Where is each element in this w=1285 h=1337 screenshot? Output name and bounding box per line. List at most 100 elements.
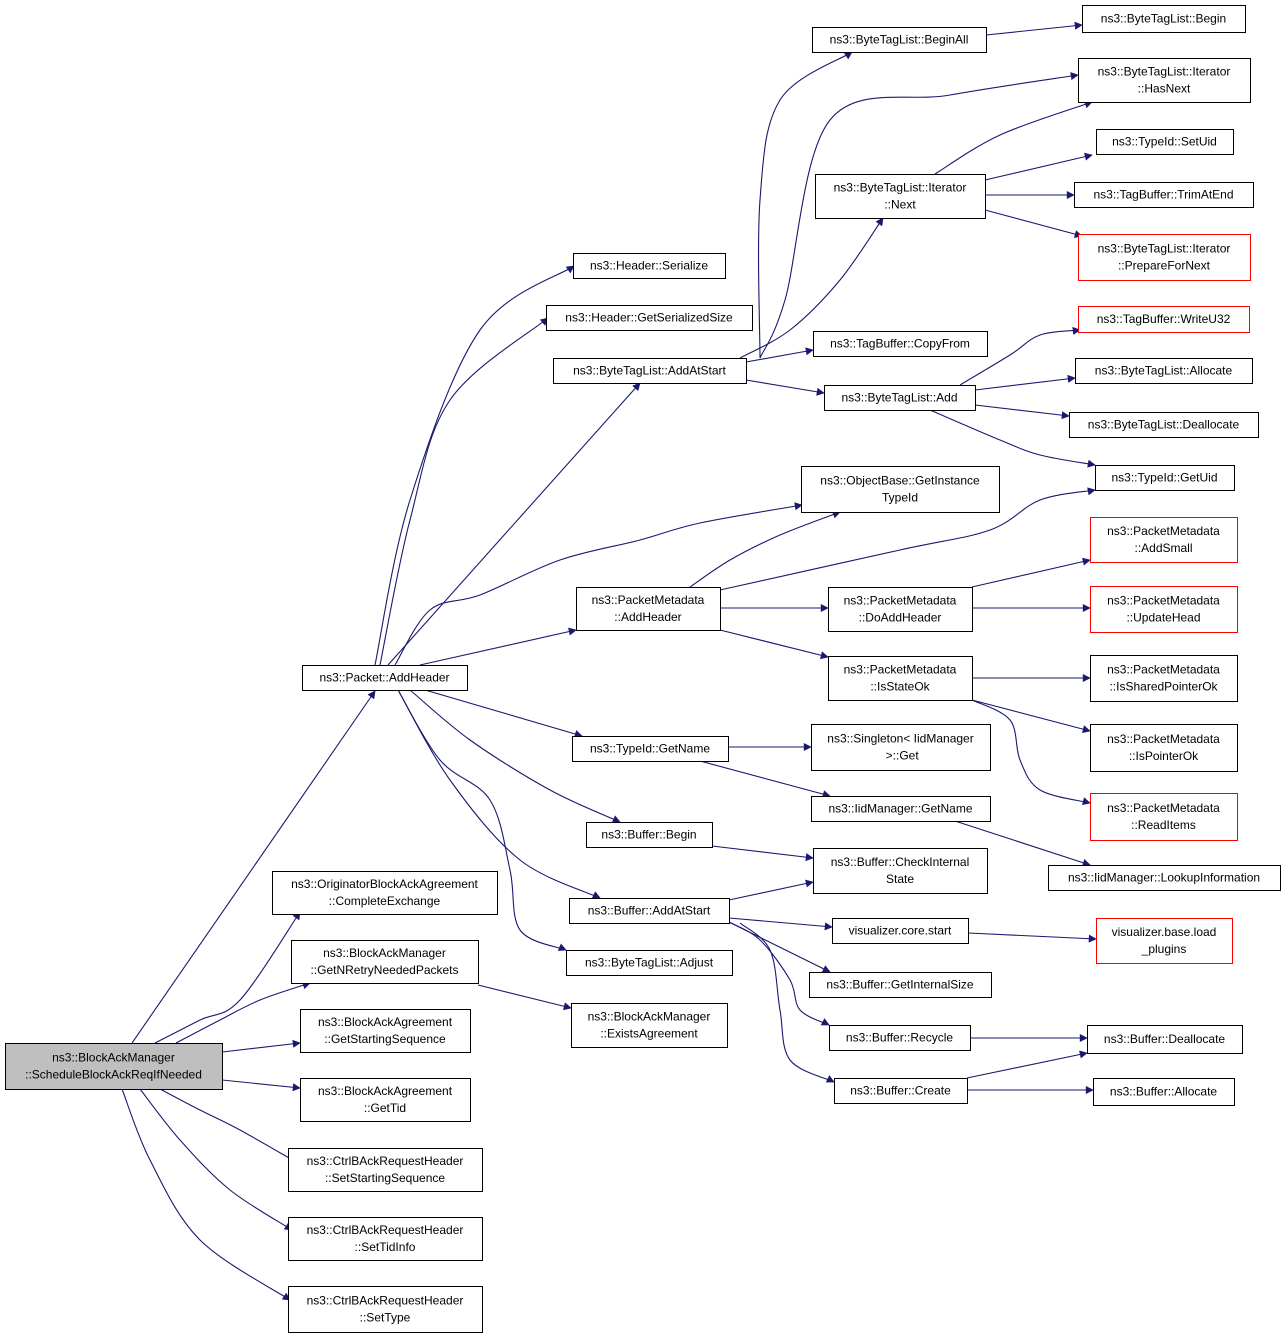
node-box <box>809 972 992 998</box>
node-label-line: ns3::Buffer::GetInternalSize <box>826 978 974 992</box>
node-ns3-tagbuffer-trimatend[interactable]: ns3::TagBuffer::TrimAtEnd <box>1074 182 1254 208</box>
node-ns3-packet-addheader[interactable]: ns3::Packet::AddHeader <box>302 665 468 691</box>
node-ns3-bytetaglist-allocate[interactable]: ns3::ByteTagList::Allocate <box>1075 358 1253 384</box>
node-label-line: ::IsPointerOk <box>1129 749 1199 763</box>
node-label-line: ns3::TagBuffer::CopyFrom <box>830 337 970 351</box>
node-label-line: _plugins <box>1141 942 1187 956</box>
node-ns3-bytetaglist-deallocate[interactable]: ns3::ByteTagList::Deallocate <box>1069 412 1259 438</box>
node-ns3-originatorblockackagreement-completeexchange[interactable]: ns3::OriginatorBlockAckAgreement::Comple… <box>272 871 498 915</box>
node-box <box>829 1025 971 1051</box>
node-box <box>300 1009 471 1053</box>
node-ns3-tagbuffer-writeu32[interactable]: ns3::TagBuffer::WriteU32 <box>1078 306 1250 333</box>
node-box <box>812 27 987 53</box>
node-ns3-singleton-iidmanager-get[interactable]: ns3::Singleton< IidManager >::Get <box>811 724 991 771</box>
node-box <box>1075 358 1253 384</box>
node-label-line: ns3::BlockAckManager <box>588 1010 711 1024</box>
node-label-line: ns3::Packet::AddHeader <box>319 671 449 685</box>
node-ns3-bytetaglist-iterator-next[interactable]: ns3::ByteTagList::Iterator::Next <box>815 174 986 219</box>
node-box <box>288 1148 483 1192</box>
node-ns3-bytetaglist-begin[interactable]: ns3::ByteTagList::Begin <box>1082 5 1246 33</box>
node-ns3-iidmanager-getname[interactable]: ns3::IidManager::GetName <box>811 796 991 822</box>
node-box <box>291 940 479 984</box>
edge-ns3-bytetaglist-addatstart-to-ns3-bytetaglist-iterator-hasnext <box>759 72 1079 359</box>
node-ns3-packetmetadata-isstateok[interactable]: ns3::PacketMetadata::IsStateOk <box>828 656 973 701</box>
node-label-line: ns3::PacketMetadata <box>1107 594 1220 608</box>
node-label-line: ::CompleteExchange <box>329 894 441 908</box>
node-box <box>1090 793 1238 841</box>
node-ns3-ctrlbackrequestheader-settype[interactable]: ns3::CtrlBAckRequestHeader::SetType <box>288 1286 483 1333</box>
node-ns3-ctrlbackrequestheader-setstartingsequence[interactable]: ns3::CtrlBAckRequestHeader::SetStartingS… <box>288 1148 483 1192</box>
node-ns3-buffer-deallocate[interactable]: ns3::Buffer::Deallocate <box>1087 1025 1243 1054</box>
node-label-line: ns3::ObjectBase::GetInstance <box>820 474 980 488</box>
node-label-line: visualizer.core.start <box>849 924 952 938</box>
node-box <box>813 331 988 357</box>
node-ns3-buffer-getinternalsize[interactable]: ns3::Buffer::GetInternalSize <box>809 972 992 998</box>
edge-ns3-packetmetadata-addheader-to-ns3-packetmetadata-isstateok <box>719 629 829 660</box>
node-ns3-blockackagreement-getstartingsequence[interactable]: ns3::BlockAckAgreement::GetStartingSeque… <box>300 1009 471 1053</box>
node-ns3-buffer-allocate[interactable]: ns3::Buffer::Allocate <box>1093 1078 1235 1106</box>
node-ns3-bytetaglist-add[interactable]: ns3::ByteTagList::Add <box>824 385 976 411</box>
node-ns3-packetmetadata-doaddheader[interactable]: ns3::PacketMetadata::DoAddHeader <box>828 587 973 632</box>
node-ns3-packetmetadata-addsmall[interactable]: ns3::PacketMetadata::AddSmall <box>1090 517 1238 563</box>
node-ns3-iidmanager-lookupinformation[interactable]: ns3::IidManager::LookupInformation <box>1048 865 1281 891</box>
edge-ns3-packetmetadata-addheader-to-ns3-objectbase-getinstance-typeid <box>689 510 841 588</box>
node-box <box>828 656 973 701</box>
node-ns3-ctrlbackrequestheader-settidinfo[interactable]: ns3::CtrlBAckRequestHeader::SetTidInfo <box>288 1217 483 1261</box>
node-ns3-blockackmanager-existsagreement[interactable]: ns3::BlockAckManager::ExistsAgreement <box>571 1003 728 1048</box>
node-ns3-bytetaglist-iterator-hasnext[interactable]: ns3::ByteTagList::Iterator::HasNext <box>1078 58 1251 103</box>
node-label-line: ns3::Buffer::CheckInternal <box>831 855 970 869</box>
node-box <box>1048 865 1281 891</box>
node-ns3-typeid-setuid[interactable]: ns3::TypeId::SetUid <box>1096 129 1234 155</box>
node-label-line: ns3::TypeId::GetName <box>590 742 710 756</box>
node-ns3-header-getserializedsize[interactable]: ns3::Header::GetSerializedSize <box>546 305 753 331</box>
node-ns3-typeid-getuid[interactable]: ns3::TypeId::GetUid <box>1095 465 1235 491</box>
node-box <box>1090 724 1238 772</box>
node-label-line: ns3::IidManager::LookupInformation <box>1068 871 1260 885</box>
node-ns3-blockackagreement-gettid[interactable]: ns3::BlockAckAgreement::GetTid <box>300 1078 471 1122</box>
edge-ns3-bytetaglist-add-to-ns3-bytetaglist-deallocate <box>974 404 1070 420</box>
node-ns3-buffer-addatstart[interactable]: ns3::Buffer::AddAtStart <box>569 898 730 924</box>
node-label-line: ns3::Buffer::AddAtStart <box>588 904 711 918</box>
node-visualizer-core-start[interactable]: visualizer.core.start <box>832 918 969 944</box>
node-ns3-buffer-begin[interactable]: ns3::Buffer::Begin <box>586 822 713 848</box>
edge-ns3-packetmetadata-addheader-to-ns3-typeid-getuid <box>719 487 1096 591</box>
node-label-line: ::SetTidInfo <box>355 1240 416 1254</box>
node-label-line: ns3::PacketMetadata <box>1107 524 1220 538</box>
node-ns3-bytetaglist-addatstart[interactable]: ns3::ByteTagList::AddAtStart <box>553 358 747 384</box>
node-label-line: ns3::PacketMetadata <box>844 594 957 608</box>
node-ns3-bytetaglist-beginall[interactable]: ns3::ByteTagList::BeginAll <box>812 27 987 53</box>
node-box <box>573 253 726 279</box>
node-ns3-packetmetadata-readitems[interactable]: ns3::PacketMetadata::ReadItems <box>1090 793 1238 841</box>
node-ns3-buffer-recycle[interactable]: ns3::Buffer::Recycle <box>829 1025 971 1051</box>
node-box <box>1090 655 1238 702</box>
node-box <box>5 1043 223 1090</box>
node-box <box>566 950 733 976</box>
node-ns3-packetmetadata-updatehead[interactable]: ns3::PacketMetadata::UpdateHead <box>1090 586 1238 633</box>
node-box <box>571 1003 728 1048</box>
node-ns3-bytetaglist-adjust[interactable]: ns3::ByteTagList::Adjust <box>566 950 733 976</box>
node-ns3-bytetaglist-iterator-preparefornext[interactable]: ns3::ByteTagList::Iterator::PrepareForNe… <box>1078 234 1251 281</box>
node-ns3-typeid-getname[interactable]: ns3::TypeId::GetName <box>572 736 729 762</box>
edge-ns3-bytetaglist-add-to-ns3-tagbuffer-writeu32 <box>959 326 1081 386</box>
edge-ns3-buffer-addatstart-to-ns3-buffer-checkinternal-state <box>728 879 814 901</box>
node-ns3-tagbuffer-copyfrom[interactable]: ns3::TagBuffer::CopyFrom <box>813 331 988 357</box>
node-ns3-packetmetadata-issharedpointerok[interactable]: ns3::PacketMetadata::IsSharedPointerOk <box>1090 655 1238 702</box>
node-box <box>815 174 986 219</box>
edge-ns3-packet-addheader-to-ns3-buffer-begin <box>409 689 621 823</box>
node-box <box>811 724 991 771</box>
node-visualizer-base-load-plugins[interactable]: visualizer.base.load_plugins <box>1096 918 1233 964</box>
node-ns3-packetmetadata-addheader[interactable]: ns3::PacketMetadata::AddHeader <box>576 587 721 631</box>
edge-ns3-packet-addheader-to-ns3-buffer-addatstart <box>397 689 601 899</box>
node-ns3-buffer-create[interactable]: ns3::Buffer::Create <box>834 1078 968 1104</box>
node-ns3-packetmetadata-ispointerok[interactable]: ns3::PacketMetadata::IsPointerOk <box>1090 724 1238 772</box>
node-ns3-header-serialize[interactable]: ns3::Header::Serialize <box>573 253 726 279</box>
node-label-line: ns3::PacketMetadata <box>844 663 957 677</box>
node-box <box>302 665 468 691</box>
node-label-line: ::IsSharedPointerOk <box>1109 680 1218 694</box>
node-box <box>813 848 988 894</box>
node-ns3-blockackmanager-scheduleblockackreqifneeded[interactable]: ns3::BlockAckManager::ScheduleBlockAckRe… <box>5 1043 223 1090</box>
node-box <box>828 587 973 632</box>
node-ns3-blockackmanager-getnretryneededpackets[interactable]: ns3::BlockAckManager::GetNRetryNeededPac… <box>291 940 479 984</box>
